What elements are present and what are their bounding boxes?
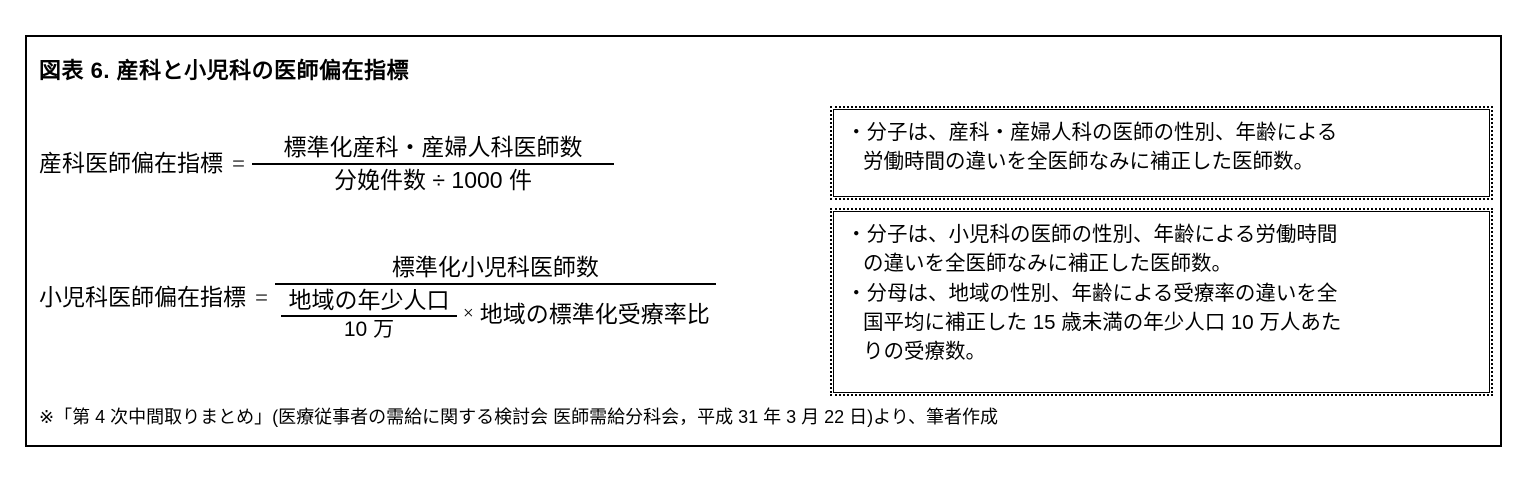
formula-obstetrics-denominator: 分娩件数 ÷ 1000 件 — [334, 166, 532, 193]
fraction-bar — [274, 282, 716, 285]
multiply-operator: × — [462, 303, 474, 325]
formula-obstetrics-fraction: 標準化産科・産婦人科医師数 分娩件数 ÷ 1000 件 — [251, 132, 614, 196]
figure-source-footnote: ※「第 4 次中間取りまとめ」(医療従事者の需給に関する検討会 医師需給分科会，… — [39, 407, 999, 427]
formula-obstetrics: 産科医師偏在指標 = 標準化産科・産婦人科医師数 分娩件数 ÷ 1000 件 — [39, 132, 614, 196]
formula-pediatrics-denominator: 地域の年少人口 10 万 × 地域の標準化受療率比 — [275, 285, 716, 344]
figure-container: 図表 6. 産科と小児科の医師偏在指標 産科医師偏在指標 = 標準化産科・産婦人… — [25, 35, 1502, 447]
note-bullet-cont-line-2: りの受療数。 — [863, 340, 986, 364]
formula-pediatrics-equals: = — [255, 284, 268, 310]
formula-pediatrics-inner-fraction: 地域の年少人口 10 万 — [280, 286, 457, 343]
formula-pediatrics-fraction: 標準化小児科医師数 地域の年少人口 10 万 × 地域の標準化受療率比 — [274, 252, 716, 344]
fraction-bar — [251, 162, 614, 165]
formula-pediatrics-numerator: 標準化小児科医師数 — [391, 254, 599, 280]
note-bullet-first-line: ・分子は、小児科の医師の性別、年齢による労働時間 — [846, 223, 1338, 246]
formula-obstetrics-numerator: 標準化産科・産婦人科医師数 — [283, 134, 583, 160]
note-bullet-first-line: ・分子は、産科・産婦人科の医師の性別、年齢による — [846, 121, 1338, 144]
formula-obstetrics-equals: = — [232, 150, 245, 176]
note-bullet: ・分子は、産科・産婦人科の医師の性別、年齢による 労働時間の違いを全医師なみに補… — [846, 118, 1479, 176]
inner-fraction-bar — [280, 314, 457, 317]
note-bullet-cont-line: 労働時間の違いを全医師なみに補正した医師数。 — [863, 150, 1314, 174]
note-bullet-first-line: ・分母は、地域の性別、年齢による受療率の違いを全 — [846, 282, 1338, 306]
note-box-pediatrics: ・分子は、小児科の医師の性別、年齢による労働時間 の違いを全医師なみに補正した医… — [830, 208, 1493, 396]
formula-pediatrics-inner-denominator: 10 万 — [343, 317, 395, 341]
note-bullet: ・分母は、地域の性別、年齢による受療率の違いを全 国平均に補正した 15 歳未満… — [846, 279, 1479, 366]
note-box-obstetrics: ・分子は、産科・産婦人科の医師の性別、年齢による 労働時間の違いを全医師なみに補… — [830, 106, 1493, 200]
formula-pediatrics: 小児科医師偏在指標 = 標準化小児科医師数 地域の年少人口 10 万 × 地域の… — [39, 252, 716, 344]
note-bullet: ・分子は、小児科の医師の性別、年齢による労働時間 の違いを全医師なみに補正した医… — [846, 220, 1479, 278]
figure-title: 図表 6. 産科と小児科の医師偏在指標 — [39, 58, 410, 83]
formula-obstetrics-label: 産科医師偏在指標 — [39, 150, 223, 177]
formula-pediatrics-inner-numerator: 地域の年少人口 — [288, 286, 450, 313]
formula-pediatrics-denominator-tail: 地域の標準化受療率比 — [479, 300, 710, 327]
note-bullet-cont-line: 国平均に補正した 15 歳未満の年少人口 10 万人あた — [863, 311, 1342, 335]
note-bullet-cont-line: の違いを全医師なみに補正した医師数。 — [863, 252, 1232, 276]
formula-pediatrics-label: 小児科医師偏在指標 — [39, 284, 246, 311]
